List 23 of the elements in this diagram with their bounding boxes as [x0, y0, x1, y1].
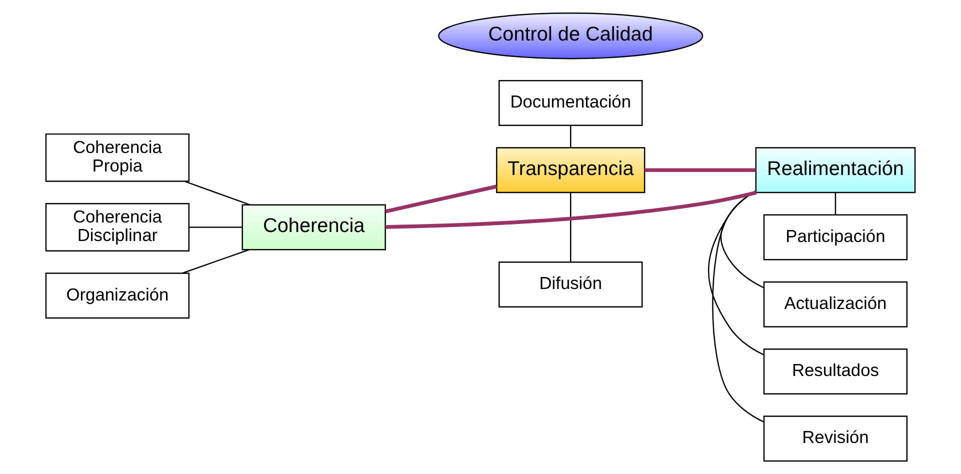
node-box: Revisión — [763, 416, 908, 462]
connector — [182, 249, 250, 274]
node-box: Realimentación — [755, 147, 916, 194]
node-box: Coherencia Propia — [45, 133, 190, 182]
connector — [570, 126, 572, 148]
node-box: Coherencia — [242, 204, 386, 250]
connector — [189, 226, 242, 228]
connector — [834, 192, 836, 215]
node-ellipse: Control de Calidad — [438, 12, 704, 60]
node-box: Organización — [45, 272, 190, 319]
connector — [184, 180, 250, 206]
connector — [570, 192, 572, 262]
connector — [644, 168, 756, 172]
connector — [712, 190, 764, 422]
connector — [385, 190, 757, 229]
node-box: Documentación — [498, 80, 643, 126]
node-box: Transparencia — [496, 147, 646, 194]
node-box: Actualización — [763, 281, 908, 328]
node-box: Coherencia Disciplinar — [45, 203, 190, 252]
node-box: Participación — [763, 214, 908, 260]
connector — [385, 184, 497, 214]
node-box: Difusión — [498, 261, 643, 308]
node-box: Resultados — [763, 348, 908, 394]
